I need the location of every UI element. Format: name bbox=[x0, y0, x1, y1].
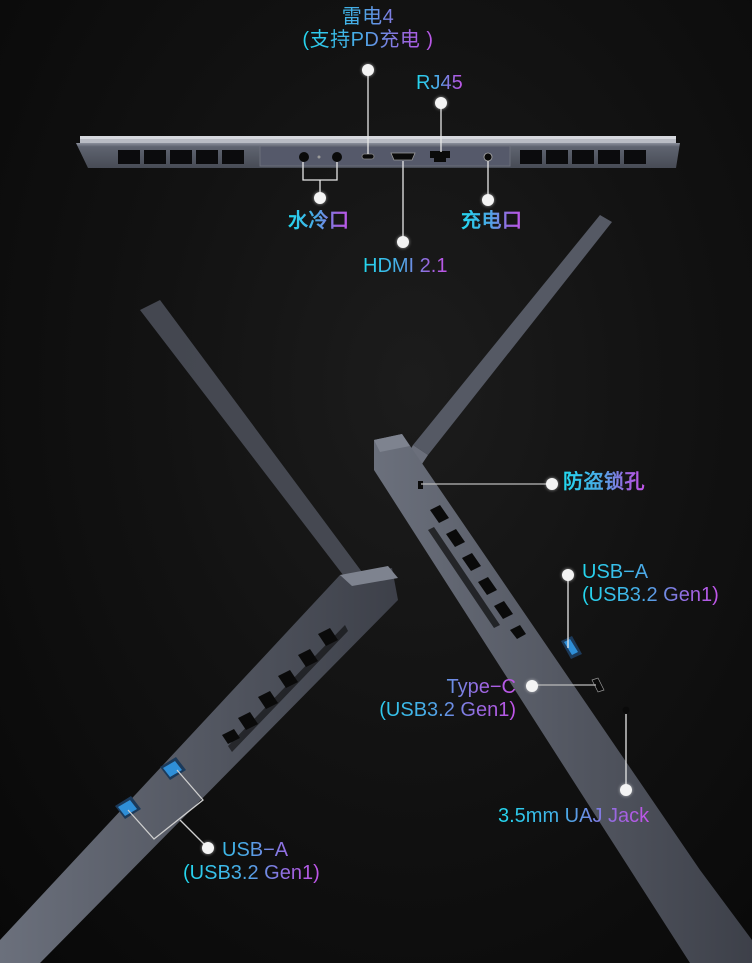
left-usb-a-callout-dot bbox=[202, 842, 214, 854]
right-side-laptop bbox=[374, 215, 752, 963]
right-usb-a-label: USB−A (USB3.2 Gen1) bbox=[582, 561, 719, 606]
right-usb-a-callout-dot bbox=[562, 569, 574, 581]
thunderbolt-label: 雷电4 (支持PD充电 ) bbox=[298, 6, 438, 52]
water-cooling-label: 水冷口 bbox=[288, 210, 350, 232]
type-c-callout-dot bbox=[526, 680, 538, 692]
left-usb-a-label: USB−A (USB3.2 Gen1) bbox=[183, 839, 320, 884]
hdmi-label: HDMI 2.1 bbox=[363, 255, 448, 277]
lock-slot-label: 防盗锁孔 bbox=[563, 471, 645, 493]
water-cooling-callout-dot bbox=[314, 192, 326, 204]
thunderbolt-callout-dot bbox=[362, 64, 374, 76]
hdmi-callout-dot bbox=[397, 236, 409, 248]
charging-callout-dot bbox=[482, 194, 494, 206]
audio-jack-label: 3.5mm UAJ Jack bbox=[498, 805, 650, 827]
left-side-laptop bbox=[0, 300, 398, 963]
type-c-label: Type−C (USB3.2 Gen1) bbox=[360, 676, 516, 722]
rear-view-laptop bbox=[76, 136, 680, 168]
rj45-callout-dot bbox=[435, 97, 447, 109]
callout-lines bbox=[127, 70, 627, 849]
charging-port-label: 充电口 bbox=[461, 210, 523, 232]
rj45-label: RJ45 bbox=[416, 72, 463, 94]
audio-callout-dot bbox=[620, 784, 632, 796]
lock-callout-dot bbox=[546, 478, 558, 490]
